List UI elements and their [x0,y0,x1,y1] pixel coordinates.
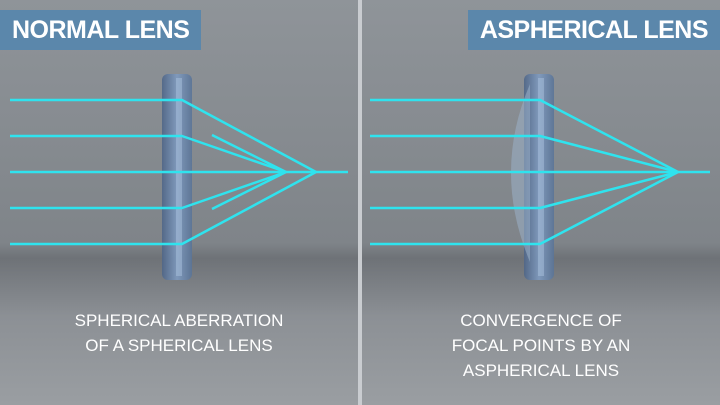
light-ray [370,134,679,174]
lens-edge-highlight [176,78,182,276]
caption-line: SPHERICAL ABERRATION [74,311,284,330]
aspherical-lens-title: ASPHERICAL LENS [467,10,720,50]
light-ray [370,170,679,246]
normal-lens-panel: NORMAL LENS SPHERICAL ABERRATION OF A SP… [0,0,358,405]
caption-line: FOCAL POINTS BY AN [451,336,631,355]
caption-line: OF A SPHERICAL LENS [85,336,273,355]
normal-lens-illustration [10,74,348,280]
aspherical-lens-panel: ASPHERICAL LENS CONVERGENCE OF FOCAL POI… [362,0,720,405]
caption-line: ASPHERICAL LENS [462,361,620,380]
normal-lens-caption: SPHERICAL ABERRATION OF A SPHERICAL LENS [0,308,358,358]
floor-reflection [362,258,720,405]
light-ray [370,98,679,174]
normal-lens-title: NORMAL LENS [0,10,202,50]
lens-edge-highlight [538,78,544,276]
light-ray [10,170,317,246]
floor-reflection [0,258,358,405]
light-ray [211,133,287,174]
light-ray [10,134,287,174]
aspherical-lens-illustration [370,74,710,280]
caption-line: CONVERGENCE OF [460,311,622,330]
panel-divider [358,0,362,405]
light-ray [10,170,287,210]
aspherical-lens-caption: CONVERGENCE OF FOCAL POINTS BY AN ASPHER… [362,308,720,383]
light-ray [10,98,317,174]
light-ray [370,170,679,210]
light-ray [211,170,287,211]
